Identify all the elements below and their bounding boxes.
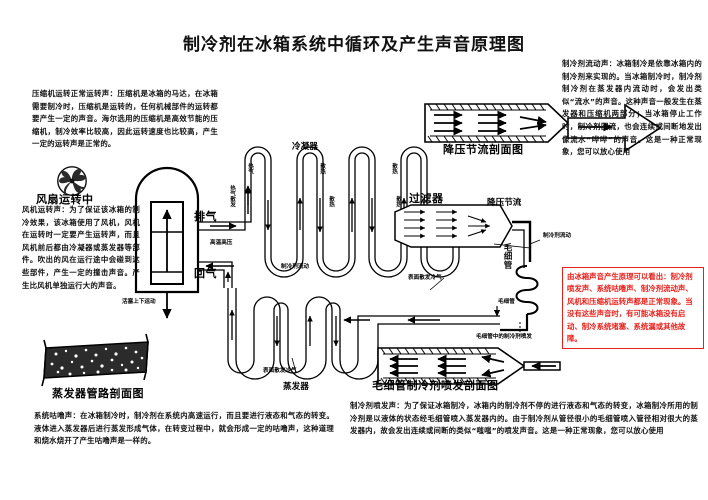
label-evaporator: 蒸发器 <box>283 382 309 392</box>
capillary-spray-inset <box>377 347 561 385</box>
label-radiate-1: 散热 <box>319 163 325 175</box>
caption-throttle-section: 降压节流剖面图 <box>443 143 524 156</box>
label-exhaust: 排气 <box>194 210 217 223</box>
label-surface-cold-air-2: 表面散发冷气 <box>263 368 297 374</box>
label-capillary-tube-short: 毛细管 <box>498 299 515 305</box>
label-hot-air-release: 热气散发 <box>229 185 235 208</box>
label-radiate-3: 散热 <box>328 196 334 208</box>
label-surface-cold-air: 表面散发冷气 <box>408 275 442 281</box>
paragraph-spray-noise: 制冷剂喷发声：为了保证冰箱制冷，冰箱内的制冷剂不停的进行液态和气态的转变，冰箱制… <box>350 401 698 436</box>
filter-dryer <box>394 204 513 248</box>
capillary-tube <box>500 220 539 338</box>
return-pipe <box>198 261 234 288</box>
label-piston-motion: 活塞上下运动 <box>122 299 156 305</box>
label-refrigerant-flow-capillary: 制冷剂流动 <box>543 233 571 239</box>
compressor-unit <box>134 166 200 319</box>
paragraph-gurgle-noise: 系统咕噜声：在冰箱制冷时，制冷剂在系统内高速运行，而且要进行液态和气态的转变。液… <box>34 411 334 446</box>
label-capillary-spray-flow: 毛细管中的制冷剂喷发 <box>476 334 532 340</box>
label-condenser: 冷凝器 <box>292 142 318 152</box>
caption-evaporator-section: 蒸发器管路剖面图 <box>52 387 144 400</box>
paragraph-fan-noise: 风机运转声：为了保证该冰箱的制冷效果，该冰箱使用了风机，风机在运转时一定要产生运… <box>22 205 140 290</box>
evaporator-tube-section <box>41 333 149 387</box>
fan-icon <box>48 166 96 196</box>
evaporator-coil <box>227 288 501 380</box>
label-refrigerant-flow-condenser: 制冷剂流动 <box>281 264 309 270</box>
caption-fan-running: 风扇运转中 <box>36 193 94 206</box>
caption-capillary-spray-section: 毛细管制冷剂喷发剖面图 <box>372 379 499 392</box>
label-hot-air: 热气 <box>247 163 253 175</box>
label-radiate-2: 散热 <box>391 163 397 175</box>
throttle-section-inset <box>424 103 662 153</box>
paragraph-refrigerant-flow-noise: 制冷剂流动声：冰箱制冷是依靠冰箱内的制冷剂来实现的。当冰箱制冷时，制冷剂制冷剂在… <box>562 59 702 157</box>
paragraph-compressor-noise: 压缩机运转正常运转声：压缩机是冰箱的马达，在冰箱需要制冷时，压缩机是运转的，任何… <box>32 89 218 149</box>
label-filter: 过滤器 <box>409 192 444 205</box>
page-title: 制冷剂在冰箱系统中循环及产生声音原理图 <box>183 35 525 55</box>
label-return-air: 回气 <box>194 267 217 280</box>
label-high-temp-pressure: 高温高压 <box>210 240 233 246</box>
paragraph-summary-warning: 由冰箱声音产生原理可以看出：制冷剂喷发声、系统咕噜声、制冷剂流动声、风机和压缩机… <box>562 267 704 350</box>
label-throttle: 降压节流 <box>487 198 522 208</box>
label-radiate-4: 散热 <box>395 196 401 208</box>
label-capillary-tube: 毛细管 <box>502 243 512 269</box>
